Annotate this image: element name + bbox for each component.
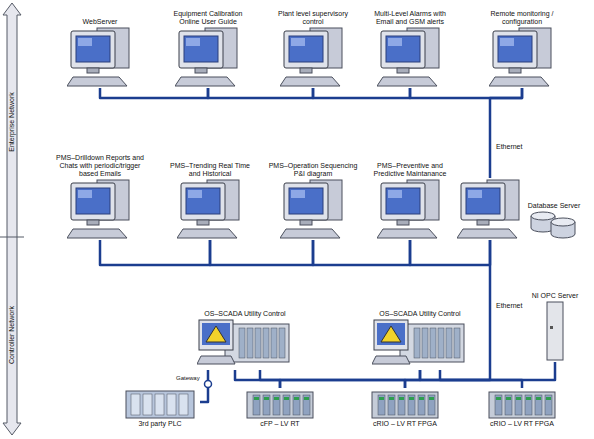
computer-icon [280,26,346,88]
node-caption: Equipment Calibration Online User Guide [163,10,253,26]
node-caption: PMS–Operation Sequencing P&I diagram [268,162,358,178]
node-caption: WebServer [83,18,118,26]
dev-node: cFP – LV RT [244,388,316,428]
zone-divider [0,237,24,238]
opc-node: NI OPC Server [525,292,585,362]
computer-icon [280,178,346,240]
pc-node: Multi-Level Alarms with Email and GSM al… [365,10,455,88]
ethernet-link [260,370,420,380]
node-caption: OS–SCADA Utility Control [379,310,460,318]
plc-node: 3rd party PLC [120,388,200,428]
ethernet-link [313,240,410,265]
network-label: Ethernet [496,302,522,310]
ethernet-link [440,362,555,380]
node-caption: Database Server [528,202,581,210]
zone-label: Controller Network [8,306,16,364]
pc-node: PMS–Trending Real Time and Historical [165,162,255,240]
scada-node: OS–SCADA Utility Control [370,310,470,370]
node-caption: cRIO – LV RT FPGA [373,420,437,428]
pc-node: PMS–Preventive and Predictive Maintananc… [366,162,454,240]
node-caption: cRIO – LV RT FPGA [490,420,554,428]
network-label: Ethernet [496,143,522,151]
gateway-symbol [205,381,212,388]
double-arrow [3,3,21,435]
node-caption: PMS–Preventive and Predictive Maintananc… [366,162,454,178]
scada-station-icon [372,318,468,370]
pc-node: Plant level supervisory control [268,10,358,88]
computer-icon [67,26,133,88]
controller-chassis-icon [370,388,440,420]
pc-node: Remote monitoring / configuration [477,10,567,88]
pc-node: PMS–Drilldown Reports and Chats with per… [54,154,146,240]
pc-node: Equipment Calibration Online User Guide [163,10,253,88]
ethernet-link [208,88,313,98]
computer-icon [457,178,523,240]
controller-chassis-icon [487,388,557,420]
computer-icon [377,26,443,88]
node-caption: NI OPC Server [532,292,579,300]
node-caption: PMS–Trending Real Time and Historical [165,162,255,178]
ethernet-link [313,88,410,98]
computer-icon [377,178,443,240]
dev-node: cRIO – LV RT FPGA [367,388,443,428]
node-caption: cFP – LV RT [260,420,299,428]
ethernet-link [410,88,522,98]
node-caption: Multi-Level Alarms with Email and GSM al… [365,10,455,26]
node-caption: OS–SCADA Utility Control [204,310,285,318]
pc-node: WebServer [56,18,144,88]
node-caption: Remote monitoring / configuration [477,10,567,26]
computer-icon [177,178,243,240]
controller-chassis-icon [245,388,315,420]
ethernet-link [210,240,313,265]
plc-icon [124,388,196,420]
computer-icon [489,26,555,88]
server-tower-icon [544,300,566,362]
network-label: Gateway [176,374,200,382]
ethernet-link [405,380,522,388]
zone-label: Enterprise Network [8,92,16,152]
node-caption: Plant level supervisory control [268,10,358,26]
ethernet-link [100,240,210,265]
ethernet-link [410,240,490,265]
computer-icon [67,178,133,240]
ethernet-link [490,88,522,178]
ethernet-link [235,370,280,388]
node-caption: PMS–Drilldown Reports and Chats with per… [54,154,146,178]
scada-node: OS–SCADA Utility Control [195,310,295,370]
pc-node: PMS–Operation Sequencing P&I diagram [268,162,358,240]
ethernet-link [100,88,208,98]
scada-station-icon [197,318,293,370]
database-cylinders [529,210,579,240]
computer-icon [175,26,241,88]
node-caption: 3rd party PLC [138,420,181,428]
db-node: Database Server [457,178,581,240]
dev-node: cRIO – LV RT FPGA [484,388,560,428]
ethernet-link [280,380,405,388]
